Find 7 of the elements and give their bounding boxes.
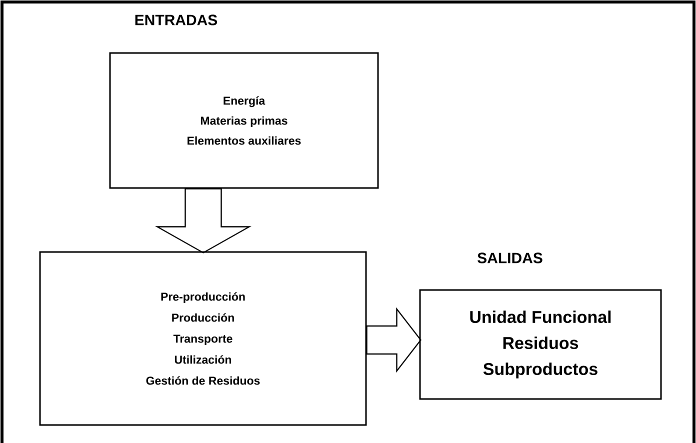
process-box: Energía Materias primas Elementos auxiliares (109, 52, 379, 189)
heading-text: SALIDAS (478, 252, 542, 264)
heading-text: ENTRADAS (135, 14, 218, 26)
block-arrow (154, 188, 252, 254)
block-arrow (366, 307, 422, 373)
process-box: Unidad Funcional Residuos Subproductos (419, 289, 662, 400)
process-box: Pre-producción Producción Transporte Utilización Gestión de Residuos (39, 251, 367, 426)
